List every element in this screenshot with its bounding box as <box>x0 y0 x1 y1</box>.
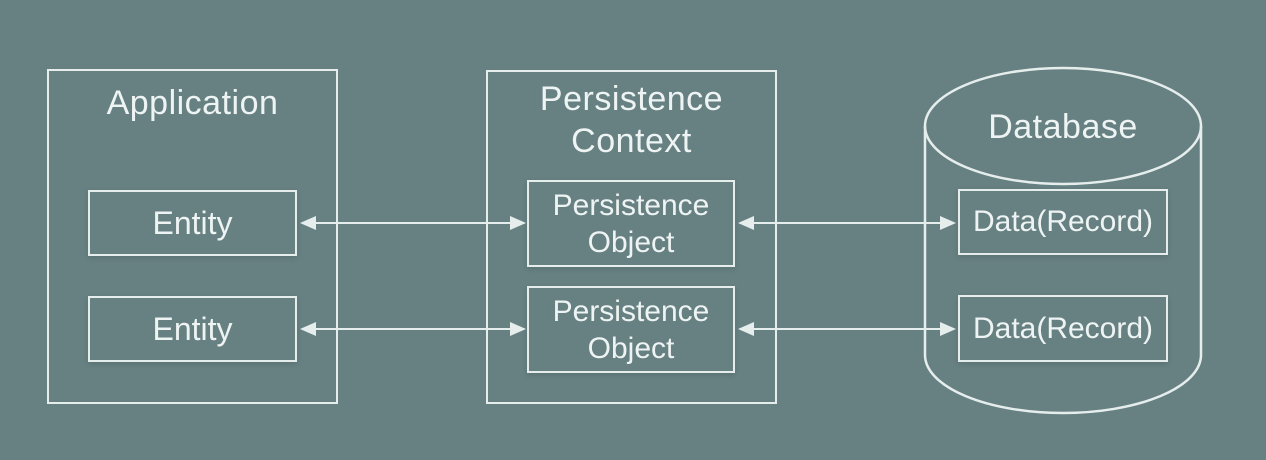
persistence-context-title-line1: Persistence <box>539 80 724 118</box>
persistence-object-1-line2: Object <box>587 225 675 259</box>
data-record-box-2: Data(Record) <box>958 295 1168 362</box>
cylinder-body <box>923 126 1203 415</box>
persistence-object-label-2: Persistence Object <box>553 293 710 367</box>
entity-label-2: Entity <box>152 311 233 347</box>
application-title: Application <box>106 84 279 122</box>
persistence-context-title: Persistence Context <box>488 78 775 162</box>
entity-label-1: Entity <box>152 205 233 241</box>
persistence-object-1-line1: Persistence <box>552 188 710 222</box>
persistence-object-2-line2: Object <box>587 331 675 365</box>
entity-box-1: Entity <box>88 190 297 256</box>
data-record-label-1: Data(Record) <box>972 205 1154 238</box>
persistence-context-title-line2: Context <box>571 122 692 160</box>
persistence-object-box-2: Persistence Object <box>527 286 735 373</box>
database-container: Database Data(Record) Data(Record) <box>923 64 1203 418</box>
persistence-object-box-1: Persistence Object <box>527 180 735 267</box>
database-title: Database <box>988 108 1138 146</box>
persistence-context-container: Persistence Context <box>486 70 777 404</box>
persistence-object-2-line1: Persistence <box>552 294 710 328</box>
persistence-object-label-1: Persistence Object <box>553 187 710 261</box>
data-record-box-1: Data(Record) <box>958 189 1168 255</box>
application-container: Application <box>47 69 338 404</box>
data-record-label-2: Data(Record) <box>972 311 1154 345</box>
entity-box-2: Entity <box>88 296 297 362</box>
